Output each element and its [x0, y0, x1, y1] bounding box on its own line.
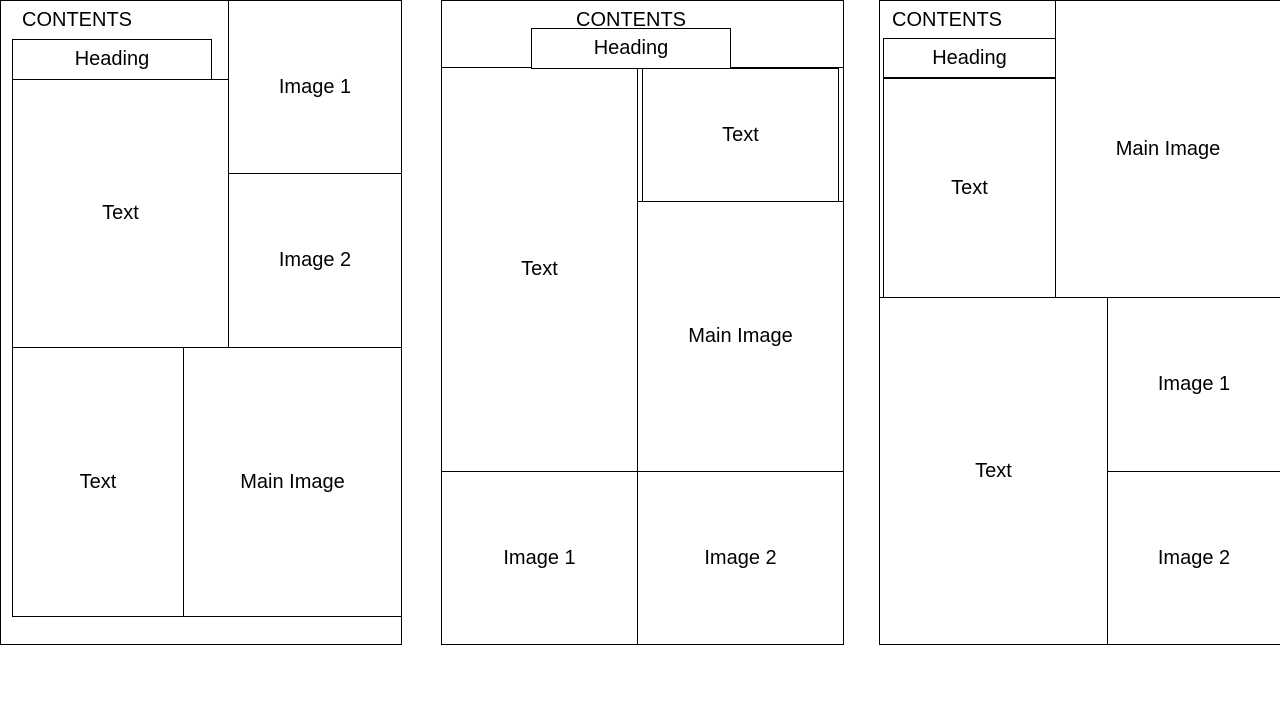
layout-2-image-2: Image 2: [637, 471, 844, 645]
layout-3-heading: Heading: [883, 38, 1056, 79]
layout-3-image-1: Image 1: [1107, 297, 1280, 472]
layout-3-text-upper: Text: [883, 78, 1056, 298]
layout-2-contents-title: CONTENTS: [576, 9, 686, 31]
layout-1-main-image: Main Image: [183, 347, 402, 617]
layout-2-main-image: Main Image: [637, 201, 844, 472]
layout-1-image-1: Image 1: [228, 0, 402, 174]
layout-3-contents-title: CONTENTS: [892, 9, 1002, 31]
layout-1-text-upper: Text: [12, 79, 229, 348]
layout-1-text-lower: Text: [12, 347, 184, 617]
layout-1-image-2: Image 2: [228, 173, 402, 348]
layout-1-heading: Heading: [12, 39, 212, 80]
layout-3-image-2: Image 2: [1107, 471, 1280, 645]
layout-2-text-small: Text: [642, 68, 839, 202]
layout-3-main-image: Main Image: [1055, 0, 1280, 298]
layout-2-image-1: Image 1: [441, 471, 638, 645]
layout-2-text-tall: Text: [441, 67, 638, 472]
layout-2-heading: Heading: [531, 28, 731, 69]
layout-1-contents-title: CONTENTS: [22, 9, 132, 31]
layout-3-text-lower: Text: [879, 297, 1108, 645]
